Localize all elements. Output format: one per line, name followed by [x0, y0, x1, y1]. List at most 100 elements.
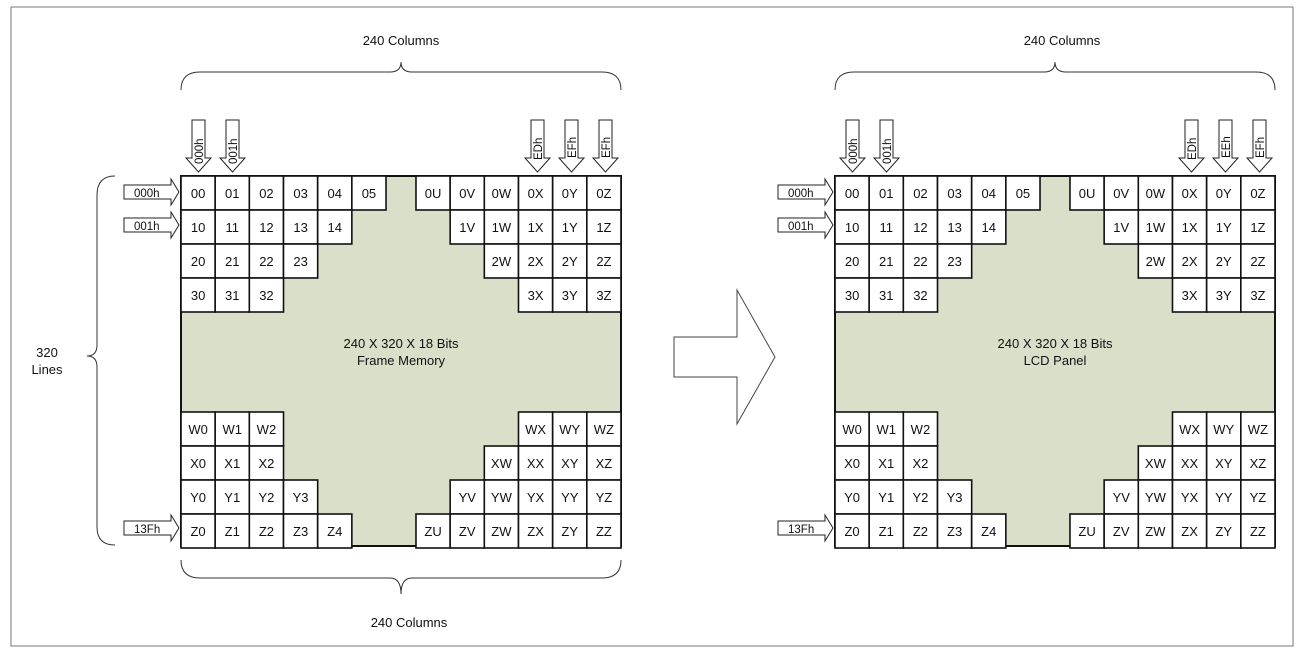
left-cell-label: 3X	[528, 288, 544, 303]
left-cell-yw	[483, 479, 520, 515]
right-cell-1v	[1103, 209, 1140, 245]
right-row-pointer-000h: 000h	[777, 177, 834, 207]
right-top-columns-label: 240 Columns	[1024, 33, 1101, 48]
right-cell-12	[902, 209, 939, 245]
right-cell-w0	[834, 411, 870, 447]
left-cell-label: WZ	[594, 422, 614, 437]
left-cell-label: YZ	[596, 490, 613, 505]
svg-text:000h: 000h	[848, 138, 860, 164]
right-cell-label: 1X	[1182, 220, 1198, 235]
right-cell-xz	[1240, 445, 1276, 481]
left-cell-wz	[586, 411, 622, 447]
right-cell-label: 2Y	[1216, 254, 1232, 269]
right-cell-label: X1	[878, 456, 894, 471]
left-cell-label: 0X	[528, 186, 544, 201]
left-cell-label: YX	[527, 490, 545, 505]
left-cell-32	[248, 277, 285, 313]
left-cell-z4	[316, 513, 353, 549]
right-top-brace	[834, 61, 1276, 91]
left-cell-label: 0Y	[562, 186, 578, 201]
left-cell-label: 0V	[459, 186, 475, 201]
right-cell-label: ZX	[1181, 524, 1198, 539]
right-cell-label: 22	[913, 254, 927, 269]
left-cell-label: 04	[328, 186, 342, 201]
right-cell-label: Y3	[947, 490, 963, 505]
left-cell-zx	[517, 513, 554, 549]
left-cell-label: 03	[293, 186, 307, 201]
right-cell-label: Y0	[844, 490, 860, 505]
right-cell-2z	[1240, 243, 1276, 279]
left-col-pointer-000h: 000h	[184, 119, 213, 173]
svg-text:13Fh: 13Fh	[788, 524, 814, 536]
right-cell-label: 0W	[1146, 186, 1166, 201]
left-cell-1w	[483, 209, 520, 245]
left-cell-z0	[180, 513, 216, 549]
right-cell-label: 0U	[1079, 186, 1096, 201]
left-cell-label: 10	[191, 220, 205, 235]
left-cell-w2	[248, 411, 285, 447]
left-cell-zy	[551, 513, 588, 549]
right-cell-label: 2W	[1146, 254, 1166, 269]
left-cell-14	[316, 209, 353, 245]
left-lines-label: Lines	[31, 362, 63, 377]
right-cell-yx	[1171, 479, 1208, 515]
left-cell-label: 0W	[492, 186, 512, 201]
left-col-pointer-efh-2: EFh	[591, 119, 620, 173]
right-cell-label: 10	[845, 220, 859, 235]
left-cell-xy	[551, 445, 588, 481]
svg-text:001h: 001h	[882, 138, 894, 164]
left-cell-label: 1V	[459, 220, 475, 235]
left-cell-3z	[586, 277, 622, 313]
right-col-pointer-efh: EFh	[1245, 119, 1274, 173]
right-center-subtitle: LCD Panel	[1024, 353, 1087, 368]
svg-text:EDh: EDh	[533, 138, 545, 160]
left-cell-20	[180, 243, 216, 279]
left-cell-label: X0	[190, 456, 206, 471]
right-cell-label: YV	[1113, 490, 1131, 505]
right-cell-label: 13	[947, 220, 961, 235]
right-cell-label: Z4	[981, 524, 996, 539]
left-center-title: 240 X 320 X 18 Bits	[344, 336, 459, 351]
right-row-pointer-001h: 001h	[777, 210, 834, 240]
left-side-brace	[86, 175, 116, 546]
right-cell-1x	[1171, 209, 1208, 245]
left-cell-1z	[586, 209, 622, 245]
left-bottom-columns-label: 240 Columns	[371, 615, 448, 630]
left-bottom-brace	[180, 559, 622, 595]
left-cell-zu	[415, 513, 451, 549]
right-cell-05	[1005, 175, 1041, 211]
right-row-pointer-13fh: 13Fh	[777, 513, 834, 543]
left-cell-label: 20	[191, 254, 205, 269]
right-cell-label: 04	[982, 186, 996, 201]
left-top-brace	[180, 61, 622, 91]
right-col-pointer-000h: 000h	[838, 119, 867, 173]
svg-text:EFh: EFh	[601, 137, 613, 158]
right-cell-label: 23	[947, 254, 961, 269]
left-cell-label: WX	[525, 422, 546, 437]
right-cell-xw	[1137, 445, 1174, 481]
left-cell-label: 2Z	[596, 254, 611, 269]
left-cell-label: 21	[225, 254, 239, 269]
left-row-pointer-001h: 001h	[123, 210, 180, 240]
svg-text:EDh: EDh	[1187, 138, 1199, 160]
right-cell-label: W1	[877, 422, 897, 437]
right-cell-label: XW	[1145, 456, 1167, 471]
left-cell-label: Z1	[225, 524, 240, 539]
right-cell-z3	[936, 513, 973, 549]
left-cell-label: Z3	[293, 524, 308, 539]
left-cell-label: W2	[257, 422, 277, 437]
right-cell-label: X0	[844, 456, 860, 471]
left-cell-label: ZV	[459, 524, 476, 539]
right-cell-30	[834, 277, 870, 313]
right-cell-x2	[902, 445, 939, 481]
right-col-pointer-edh: EDh	[1177, 119, 1206, 173]
right-cell-0v	[1103, 175, 1140, 211]
right-cell-label: Y1	[878, 490, 894, 505]
right-cell-label: YX	[1181, 490, 1199, 505]
right-cell-label: 0Z	[1250, 186, 1265, 201]
right-cell-label: 1Z	[1250, 220, 1265, 235]
left-cell-label: Y1	[224, 490, 240, 505]
right-cell-label: WY	[1213, 422, 1234, 437]
right-cell-label: YW	[1145, 490, 1167, 505]
